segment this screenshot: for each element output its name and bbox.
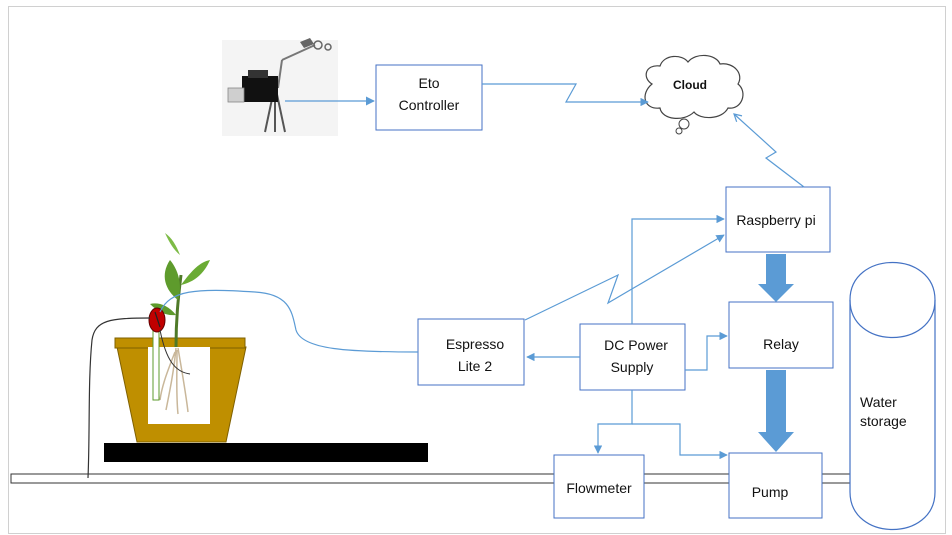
pump-box: Pump [728, 452, 823, 519]
relay-box: Relay [728, 301, 834, 369]
water-storage-tank: Water storage [849, 261, 936, 531]
sensor-to-espresso-cable [159, 289, 419, 353]
espresso-lite-box: Espresso Lite 2 [417, 318, 525, 386]
dc-to-flowmeter-link [593, 390, 633, 454]
pump-label: Pump [752, 484, 789, 500]
espresso-label-line1: Espresso [446, 336, 505, 352]
diagram-frame [8, 6, 946, 534]
plant-icon [150, 233, 210, 415]
dc-to-relay-link [685, 331, 728, 371]
sensor-inner-wire [159, 329, 191, 375]
flowmeter-label: Flowmeter [566, 480, 632, 496]
weather-station-icon [222, 38, 338, 136]
raspberry-to-cloud-link [733, 113, 805, 188]
dc-power-supply-box: DC Power Supply [579, 323, 686, 391]
relay-label: Relay [763, 336, 799, 352]
cloud-label: Cloud [673, 78, 707, 92]
water-storage-label-line2: storage [860, 413, 907, 429]
water-storage-label-line1: Water [860, 394, 897, 410]
dc-power-label-line2: Supply [611, 359, 654, 375]
eto-controller-box: Eto Controller [375, 64, 483, 131]
eto-to-cloud-link [482, 83, 649, 107]
dc-power-label-line1: DC Power [604, 337, 668, 353]
espresso-to-raspberry-link [524, 234, 725, 321]
plant-pot [104, 233, 428, 462]
espresso-label-line2: Lite 2 [458, 358, 492, 374]
soil-sensor-icon [148, 307, 166, 401]
eto-controller-label-line2: Controller [399, 97, 460, 113]
dc-to-pump-link [632, 423, 728, 460]
cloud-icon: Cloud [644, 54, 744, 135]
flowmeter-box: Flowmeter [553, 454, 645, 519]
raspberry-pi-box: Raspberry pi [725, 186, 831, 253]
eto-controller-label-line1: Eto [418, 75, 439, 91]
dc-to-raspberry-link [631, 214, 725, 324]
raspberry-to-relay-thick-arrow [758, 254, 794, 302]
relay-to-pump-thick-arrow [758, 370, 794, 452]
sensor-ground-wire [87, 317, 151, 479]
pipe-line [10, 473, 854, 484]
raspberry-pi-label: Raspberry pi [736, 212, 815, 228]
